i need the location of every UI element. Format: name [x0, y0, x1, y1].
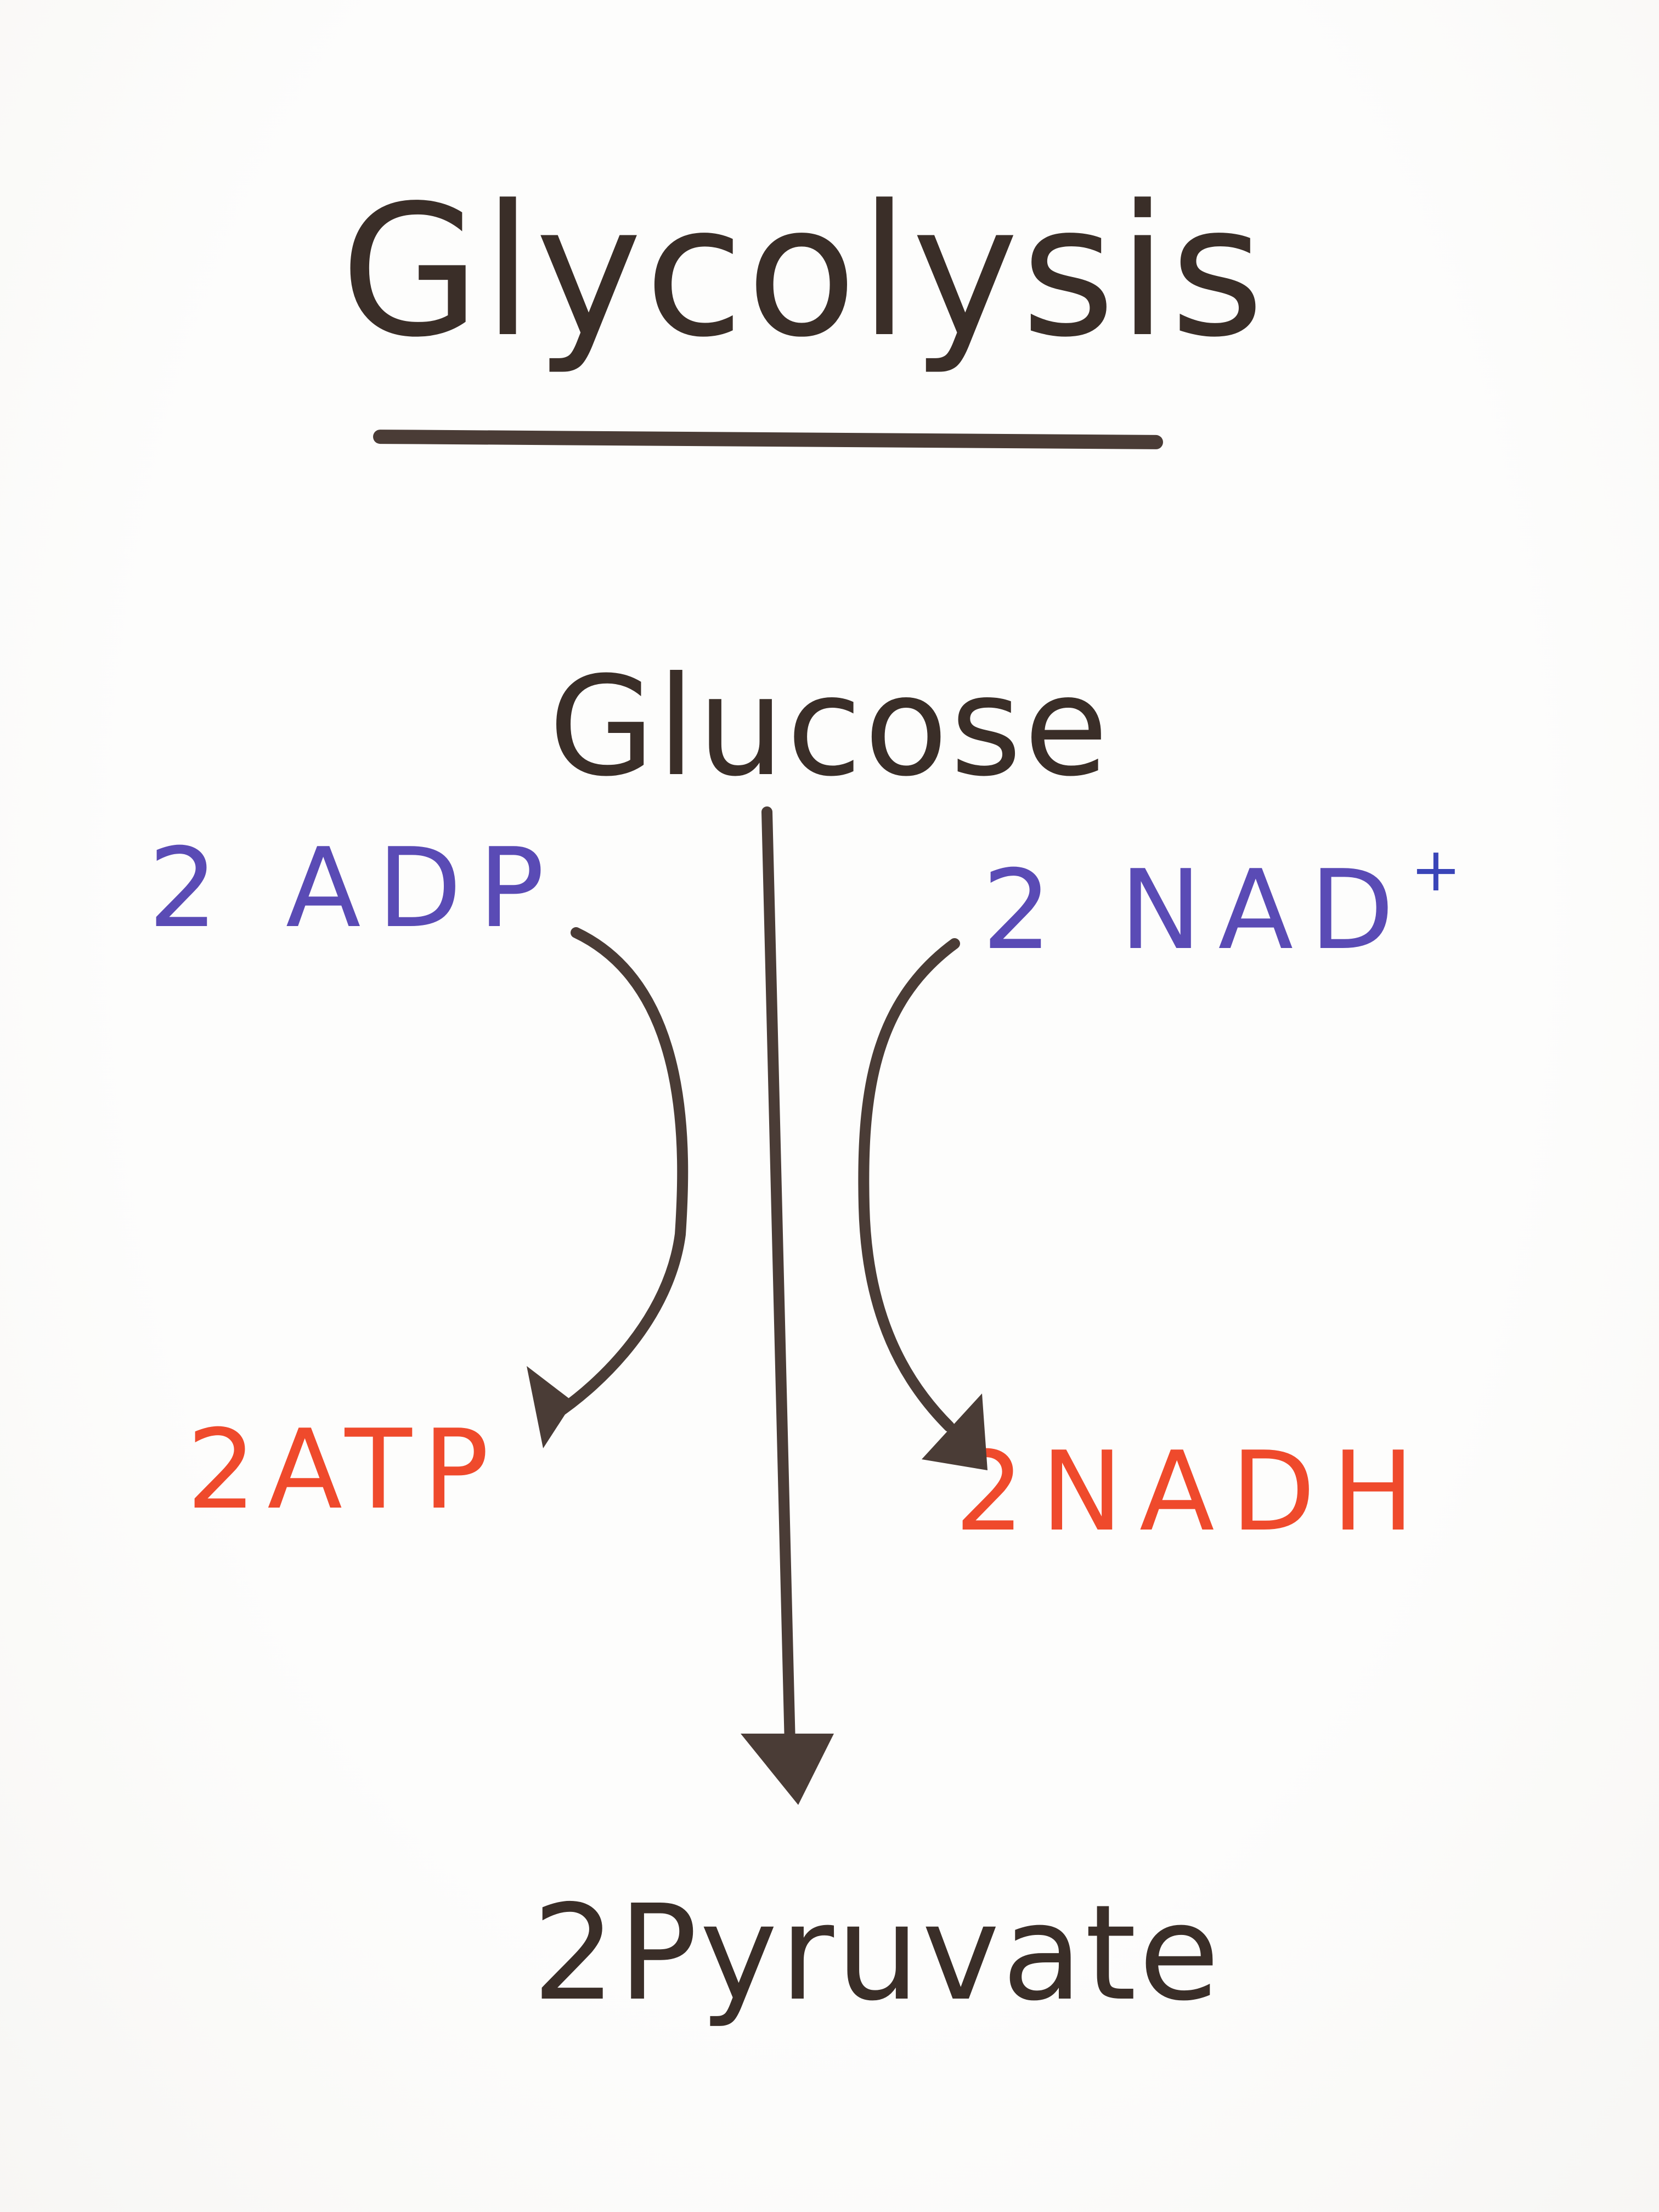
nad-to-nadh-arrowhead	[922, 1393, 988, 1470]
nad-to-nadh-arrow	[858, 938, 960, 1432]
main-arrow-shaft	[761, 806, 795, 1750]
nad-label: 2 NAD+	[982, 839, 1461, 966]
nadh-label: 2NADH	[955, 1428, 1431, 1556]
diagram-title: Glycolysis	[340, 166, 1267, 377]
glucose-label: Glucose	[549, 647, 1111, 806]
nad-text: 2 NAD	[982, 847, 1411, 974]
adp-to-atp-arrowhead	[527, 1366, 573, 1448]
adp-to-atp-arrow	[549, 927, 689, 1421]
atp-label: 2ATP	[187, 1406, 500, 1534]
adp-label: 2 ADP	[148, 825, 561, 952]
main-arrow-head	[741, 1734, 834, 1805]
pyruvate-label: 2Pyruvate	[532, 1876, 1222, 2030]
nad-charge: +	[1410, 834, 1462, 905]
